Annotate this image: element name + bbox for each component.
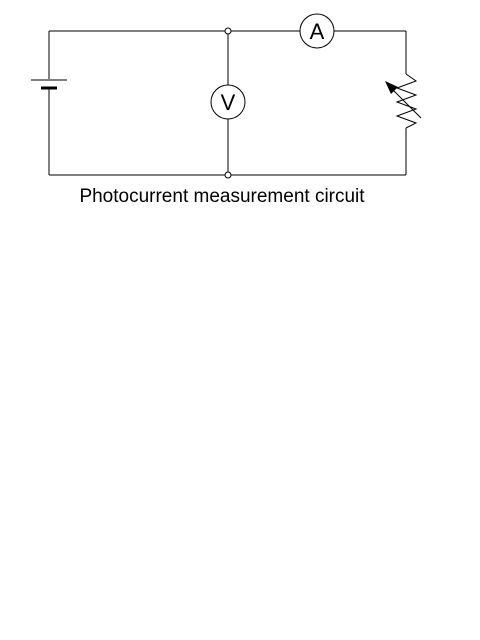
rheostat-arrow-shaft [390, 87, 422, 119]
voltmeter-label: V [221, 90, 236, 115]
battery-symbol [31, 79, 67, 90]
resistor-zigzag [395, 73, 418, 129]
junction-node-top [224, 27, 232, 35]
ammeter-label: A [310, 19, 325, 44]
rheostat-arrow-head-icon [385, 81, 398, 94]
voltmeter: V [210, 84, 246, 120]
ammeter-circle [299, 13, 335, 49]
rheostat [385, 73, 422, 129]
ammeter: A [299, 13, 335, 49]
diagram-caption: Photocurrent measurement circuit [79, 186, 365, 207]
junction-node-bottom [224, 171, 232, 179]
voltmeter-circle [210, 84, 246, 120]
